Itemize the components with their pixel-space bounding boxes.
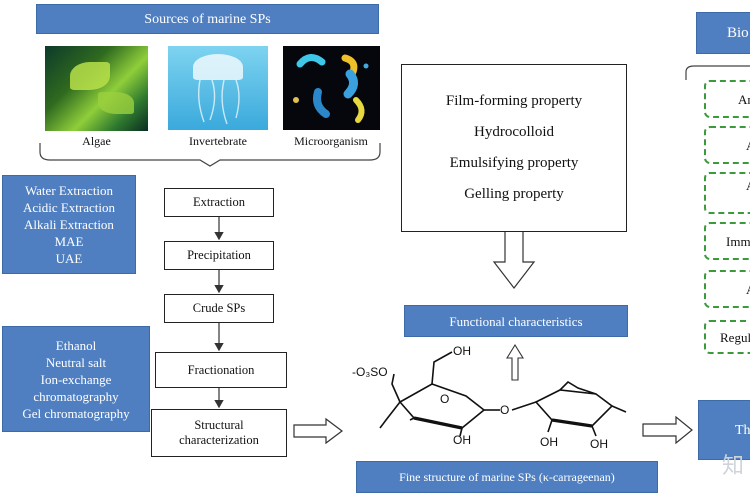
micro-shape-4 [313,88,330,118]
method-alkali: Alkali Extraction [24,217,114,232]
label-ring-o-left: O [440,392,449,406]
therapy-box: Th [698,400,750,460]
arrow-structure-functional [506,343,524,381]
tentacle-4 [235,79,240,119]
method-mae: MAE [54,234,84,249]
source-label-algae: Algae [82,134,111,148]
sources-header: Sources of marine SPs [36,4,379,34]
jellyfish-tentacles [197,79,240,125]
method-neutral-salt: Neutral salt [45,354,107,370]
source-label-microorganism: Microorganism [294,134,368,148]
sources-bracket [39,143,381,167]
functional-characteristics-box: Functional characteristics [404,305,628,337]
fractionation-methods-box: Ethanol Neutral salt Ion-exchange chroma… [2,326,150,432]
tentacle-2 [209,79,216,121]
bio-item-6: Regul [704,320,750,354]
method-acidic: Acidic Extraction [22,200,116,215]
label-oh-top: OH [453,344,471,358]
molecule-oh-bond-right [547,419,553,433]
label-oh-left-bottom: OH [453,433,471,447]
molecule-structure [379,351,627,437]
method-water: Water Extraction [24,183,114,198]
molecule-right-ring [534,389,614,427]
step-fractionation: Fractionation [155,352,287,388]
molecule-left-ring [398,383,486,429]
molecule-terminal-bond [611,405,627,413]
step-structural-characterization: Structural characterization [151,409,287,457]
molecule-bold-edges [413,416,593,430]
label-oh-right-1: OH [540,435,558,449]
molecule-glycosidic-bond-2 [511,401,537,411]
method-chromatography: chromatography [33,388,119,404]
label-link-o: O [500,403,509,417]
algae-leaf-highlight-2 [98,92,134,114]
micro-dot-2 [363,63,369,69]
method-uae: UAE [55,251,83,266]
micro-shape-5 [353,97,365,123]
micro-dot-1 [293,97,299,103]
arrow-properties-functional [492,232,536,289]
watermark-glyph: 知 [722,454,745,479]
bio-item-2: A [704,126,750,164]
method-gel-chromatography: Gel chromatography [22,405,130,421]
tentacle-1 [197,79,205,123]
method-ethanol: Ethanol [55,337,97,353]
bio-bracket [685,65,750,80]
molecule-bond-a [409,417,415,421]
bioactivity-header: Bio [696,12,750,54]
step-extraction: Extraction [164,188,274,217]
fine-structure-caption: Fine structure of marine SPs (κ-carragee… [356,461,658,493]
algae-leaf-highlight [70,62,110,90]
property-gelling: Gelling property [464,186,564,202]
tentacle-3 [221,79,228,125]
bio-item-3: A a [704,172,750,214]
label-oh-right-2: OH [590,437,608,451]
microorganism-shapes [293,54,369,123]
arrow-to-therapy [642,415,693,445]
label-sulfate: -O₃SO [352,365,388,379]
jellyfish-bell [193,54,243,80]
molecule-oh-bond-right-2 [591,425,597,437]
properties-box: Film-forming property Hydrocolloid Emuls… [401,64,627,232]
extraction-methods-box: Water Extraction Acidic Extraction Alkal… [2,175,136,274]
source-label-invertebrate: Invertebrate [189,134,247,148]
micro-shape-3 [343,69,358,99]
arrow-to-structure [293,417,343,445]
property-emulsifying: Emulsifying property [449,155,579,171]
molecule-anhydro-bridge [559,380,597,395]
bio-item-1: An [704,80,750,118]
property-film-forming: Film-forming property [445,93,583,109]
bold-edge-left [413,416,463,430]
method-ion-exchange: Ion-exchange [40,371,112,387]
molecule-sulfate-bond [391,373,401,403]
property-hydrocolloid: Hydrocolloid [474,124,554,140]
bio-item-4: Imm [704,222,750,260]
molecule-ch2-bond [431,351,453,385]
step-precipitation: Precipitation [164,241,274,270]
molecule-methoxy-bond [379,401,401,429]
bio-item-3-line1: A [746,178,750,193]
bio-item-5: A [704,270,750,308]
molecule-labels: -O₃SO OH O OH O OH OH [352,344,608,451]
bold-edge-right [551,418,593,428]
micro-shape-1 [296,54,326,68]
step-crude-sps: Crude SPs [164,294,274,323]
